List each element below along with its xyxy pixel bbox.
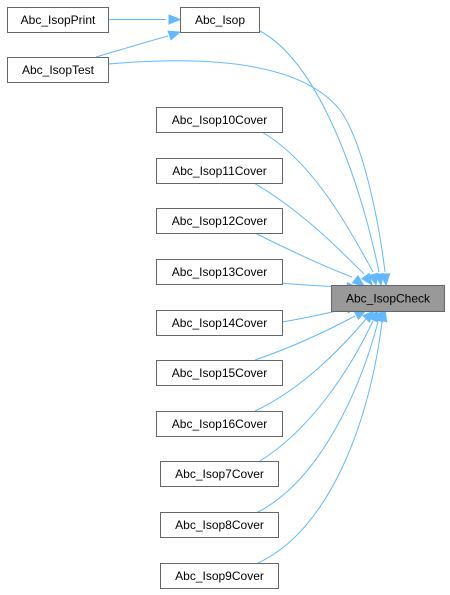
node-box [7,7,109,33]
edge-c12-to-check [254,232,366,287]
node-label: Abc_IsopTest [22,63,95,77]
arrowhead [368,272,379,287]
node-box [156,208,283,234]
node-c8[interactable]: Abc_Isop8Cover [160,512,279,538]
node-label: Abc_Isop11Cover [172,164,267,178]
nodes-layer: Abc_IsopPrint Abc_IsopAbc_IsopTestAbc_Iso… [7,7,445,589]
edge-line [257,321,379,513]
node-box [156,259,283,285]
edge-line [257,29,380,273]
arrowhead [379,273,391,287]
node-label: Abc_IsopPrint [21,13,96,27]
node-box [180,7,260,33]
arrowhead [168,14,182,25]
node-label: Abc_Isop [195,13,245,27]
edge-c10-to-check [261,131,379,287]
edge-line [95,35,169,58]
node-label: Abc_Isop9Cover [175,569,264,583]
node-c9[interactable]: Abc_Isop9Cover [160,563,279,589]
edge-line [254,232,353,278]
edge-line [261,131,374,273]
node-box [156,411,283,437]
node-test[interactable]: Abc_IsopTest [7,57,109,83]
node-label: Abc_Isop13Cover [172,265,267,279]
node-label: Abc_Isop7Cover [175,467,264,481]
node-box [7,57,109,83]
node-c7[interactable]: Abc_Isop7Cover [160,461,279,487]
arrowhead [360,272,373,287]
edge-line [254,315,356,361]
edge-test-to-check [107,60,391,287]
node-c15[interactable]: Abc_Isop15Cover [156,360,283,386]
node-label: Abc_Isop12Cover [172,214,267,228]
node-box [160,563,279,589]
node-label: Abc_Isop14Cover [172,316,267,330]
edge-test-to-isop [95,30,182,58]
arrowhead [167,30,182,41]
node-label: Abc_Isop16Cover [172,417,267,431]
node-isop[interactable]: Abc_Isop [180,7,260,33]
edge-line [254,318,367,412]
edge-c11-to-check [253,182,373,287]
node-label: Abc_Isop15Cover [172,366,267,380]
node-box [331,285,445,312]
edge-line [259,320,374,462]
node-c10[interactable]: Abc_Isop10Cover [156,107,283,133]
node-box [160,461,279,487]
edge-line [257,321,383,564]
node-label: Abc_Isop8Cover [175,518,264,532]
arrowhead [377,308,388,323]
node-box [156,158,283,184]
node-box [156,107,283,133]
node-box [156,360,283,386]
node-c14[interactable]: Abc_Isop14Cover [156,310,283,336]
edge-line [107,60,386,273]
node-label: Abc_IsopCheck [346,292,431,306]
node-c13[interactable]: Abc_Isop13Cover [156,259,283,285]
node-label: Abc_Isop10Cover [172,113,267,127]
node-box [156,310,283,336]
edge-print-to-isop [108,14,182,25]
edge-c9-to-check [257,308,388,564]
node-print[interactable]: Abc_IsopPrint [7,7,109,33]
edge-line [253,182,365,275]
arrowhead [351,274,366,287]
node-check[interactable]: Abc_IsopCheck [331,285,445,312]
edge-isop-to-check [257,29,385,287]
node-c11[interactable]: Abc_Isop11Cover [156,158,283,184]
node-c16[interactable]: Abc_Isop16Cover [156,411,283,437]
node-c12[interactable]: Abc_Isop12Cover [156,208,283,234]
node-box [160,512,279,538]
